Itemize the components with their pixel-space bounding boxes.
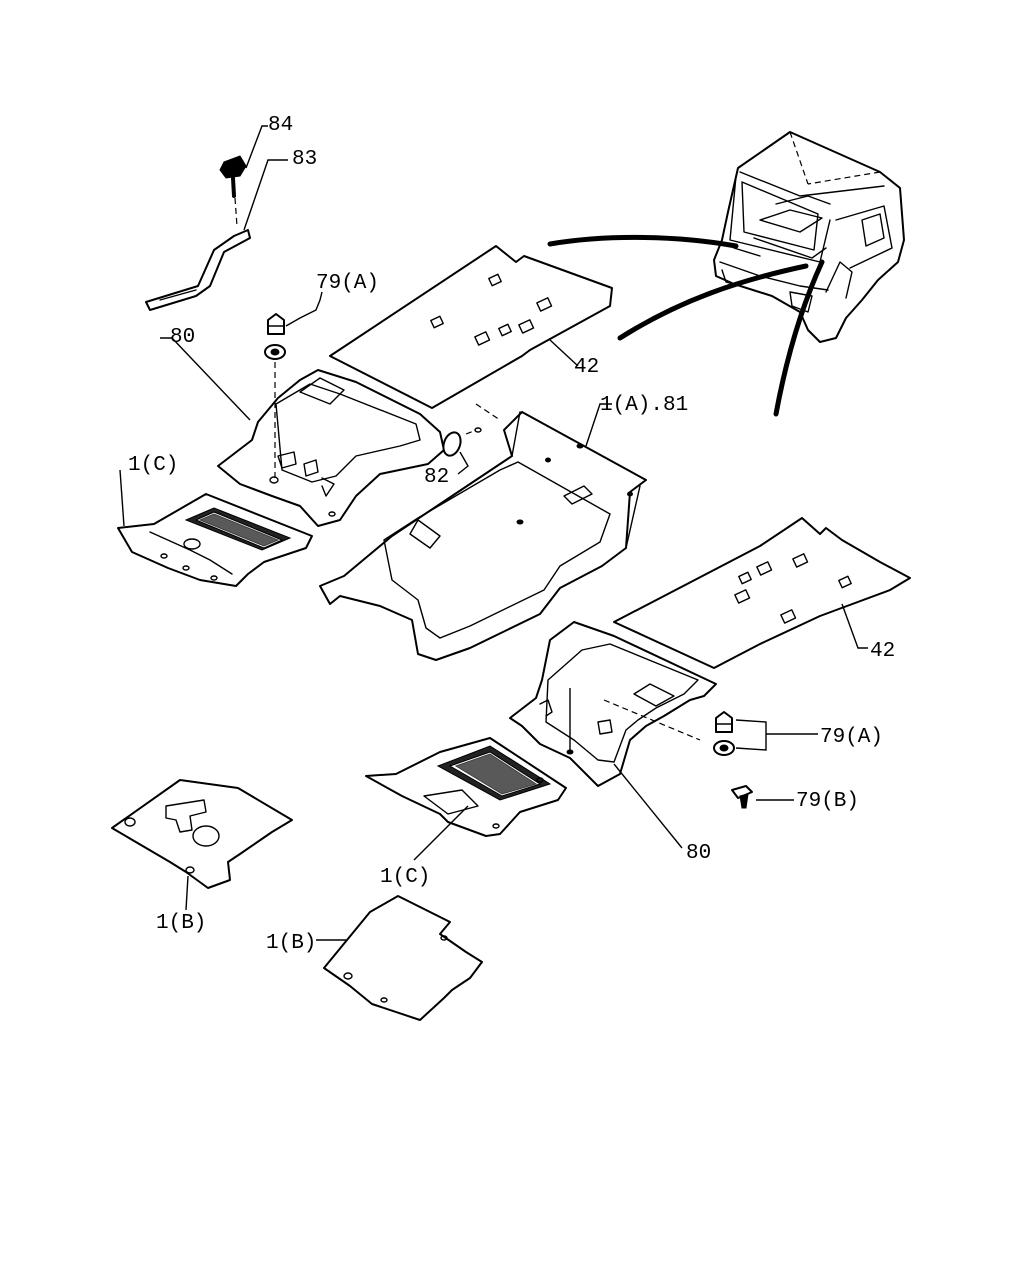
mat-1b-bottom: [316, 895, 483, 1021]
callout-83: 83: [292, 148, 317, 171]
step-mat-1c-bottom: [365, 737, 567, 861]
floor-mat-42-right: [613, 517, 911, 669]
clip-79a-right: [713, 711, 818, 756]
cab-illustration: [547, 131, 905, 417]
floor-mat-42-top: [329, 245, 613, 409]
callout-1c-bottom: 1(C): [380, 866, 430, 889]
step-mat-1c-left: [117, 469, 313, 587]
insulator-80-top: [160, 337, 445, 527]
callout-1c-left: 1(C): [128, 454, 178, 477]
grommet-82: [442, 427, 482, 475]
callout-79a-right: 79(A): [820, 726, 883, 749]
callout-42-right: 42: [870, 640, 895, 663]
mat-1b-left: [111, 779, 293, 911]
bolt-84: [219, 125, 268, 227]
pin-79b: [731, 785, 794, 809]
callout-84: 84: [268, 114, 293, 137]
bracket-83: [145, 159, 288, 311]
callout-79b: 79(B): [796, 790, 859, 813]
callout-82: 82: [424, 466, 449, 489]
callout-1a-81: 1(A).81: [600, 394, 688, 417]
callout-labels: 84 83 79(A) 80 42 1(A).81 82 1(C) 42 79(…: [128, 114, 895, 955]
callout-42-top: 42: [574, 356, 599, 379]
callout-1b-left: 1(B): [156, 912, 206, 935]
clip-79a-top: [264, 291, 323, 478]
callout-1b-bottom: 1(B): [266, 932, 316, 955]
callout-80-bottom: 80: [686, 842, 711, 865]
callout-80-top: 80: [170, 326, 195, 349]
callout-79a-top: 79(A): [316, 272, 379, 295]
insulator-80-right: [509, 621, 717, 849]
tunnel-1a-81: [319, 403, 647, 661]
